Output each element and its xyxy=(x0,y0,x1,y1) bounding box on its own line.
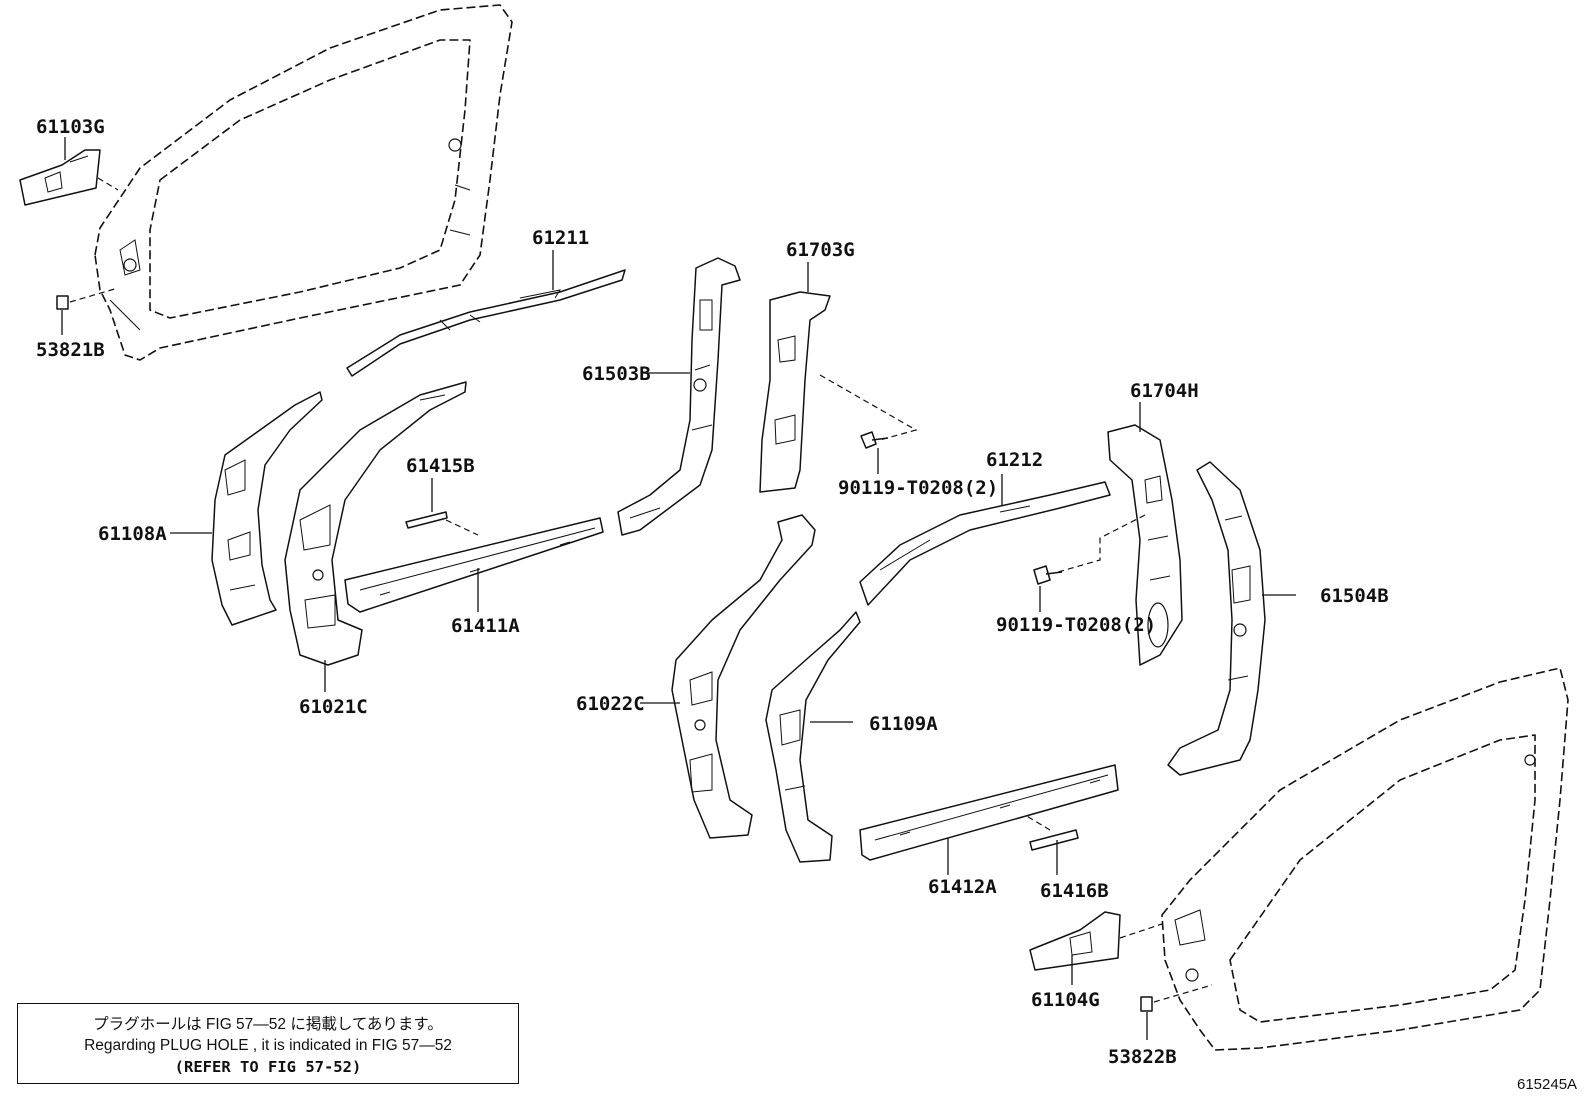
part-90119-lower xyxy=(1033,565,1063,612)
callout-61021C: 61021C xyxy=(299,696,368,718)
figure-number: 615245A xyxy=(1517,1076,1577,1093)
callout-53822B: 53822B xyxy=(1108,1046,1177,1068)
part-61504B xyxy=(1167,461,1296,776)
callout-61504B: 61504B xyxy=(1320,585,1389,607)
part-53821B xyxy=(56,287,119,335)
part-61211 xyxy=(346,250,626,377)
part-61415B xyxy=(405,478,479,536)
callout-61703G: 61703G xyxy=(786,239,855,261)
callout-61416B: 61416B xyxy=(1040,880,1109,902)
note-line-refer: (REFER TO FIG 57-52) xyxy=(174,1057,362,1076)
left-side-outer-panel xyxy=(94,4,513,361)
part-61416B xyxy=(1024,814,1079,875)
note-line-japanese: プラグホールは FIG 57―52 に掲載してあります。 xyxy=(93,1015,443,1033)
callout-61104G: 61104G xyxy=(1031,989,1100,1011)
part-61109A xyxy=(765,611,861,863)
callout-61411A: 61411A xyxy=(451,615,520,637)
part-61108A xyxy=(170,391,323,626)
plug-hole-note: プラグホールは FIG 57―52 に掲載してあります。 Regarding P… xyxy=(17,1003,524,1089)
callout-61503B: 61503B xyxy=(582,363,651,385)
callout-61022C: 61022C xyxy=(576,693,645,715)
part-61412A xyxy=(859,764,1119,875)
callout-61108A: 61108A xyxy=(98,523,167,545)
part-61503B xyxy=(617,257,741,536)
callout-61211: 61211 xyxy=(532,227,589,249)
part-61021C xyxy=(284,381,467,692)
note-line-english: Regarding PLUG HOLE , it is indicated in… xyxy=(84,1036,452,1054)
part-61703G xyxy=(759,262,918,493)
callout-61704H: 61704H xyxy=(1130,380,1199,402)
part-61103G xyxy=(19,137,119,206)
part-61212 xyxy=(859,474,1111,606)
callout-90119-lower: 90119-T0208(2) xyxy=(996,614,1156,636)
part-90119-upper xyxy=(860,431,889,474)
part-61704H xyxy=(1057,402,1183,666)
part-61022C xyxy=(640,514,816,839)
callout-61412A: 61412A xyxy=(928,876,997,898)
callout-61109A: 61109A xyxy=(869,713,938,735)
part-61104G xyxy=(1029,911,1163,985)
callout-90119-upper: 90119-T0208(2) xyxy=(838,477,998,499)
callout-61212: 61212 xyxy=(986,449,1043,471)
part-61411A xyxy=(344,517,604,613)
callout-53821B: 53821B xyxy=(36,339,105,361)
callout-61415B: 61415B xyxy=(406,455,475,477)
callout-61103G: 61103G xyxy=(36,116,105,138)
right-side-outer-panel xyxy=(1161,667,1569,1051)
part-53822B xyxy=(1140,984,1213,1040)
